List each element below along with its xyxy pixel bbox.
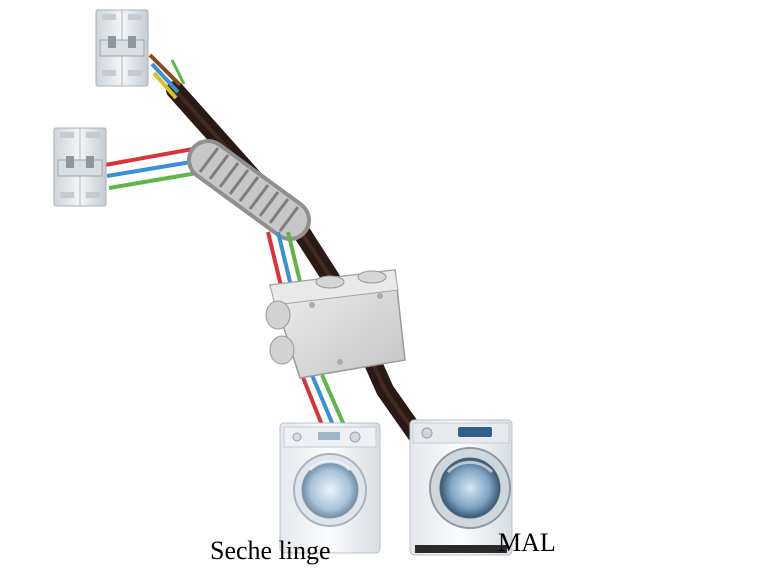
washer-label: MAL xyxy=(498,528,556,558)
dryer-label: Seche linge xyxy=(210,536,331,566)
box-to-dryer-wires xyxy=(302,375,344,425)
washing-machine-icon xyxy=(410,420,512,555)
circuit-breaker-left xyxy=(54,128,106,206)
tumble-dryer-icon xyxy=(280,423,380,553)
circuit-breaker-top xyxy=(96,10,148,86)
junction-box-icon xyxy=(266,270,405,378)
